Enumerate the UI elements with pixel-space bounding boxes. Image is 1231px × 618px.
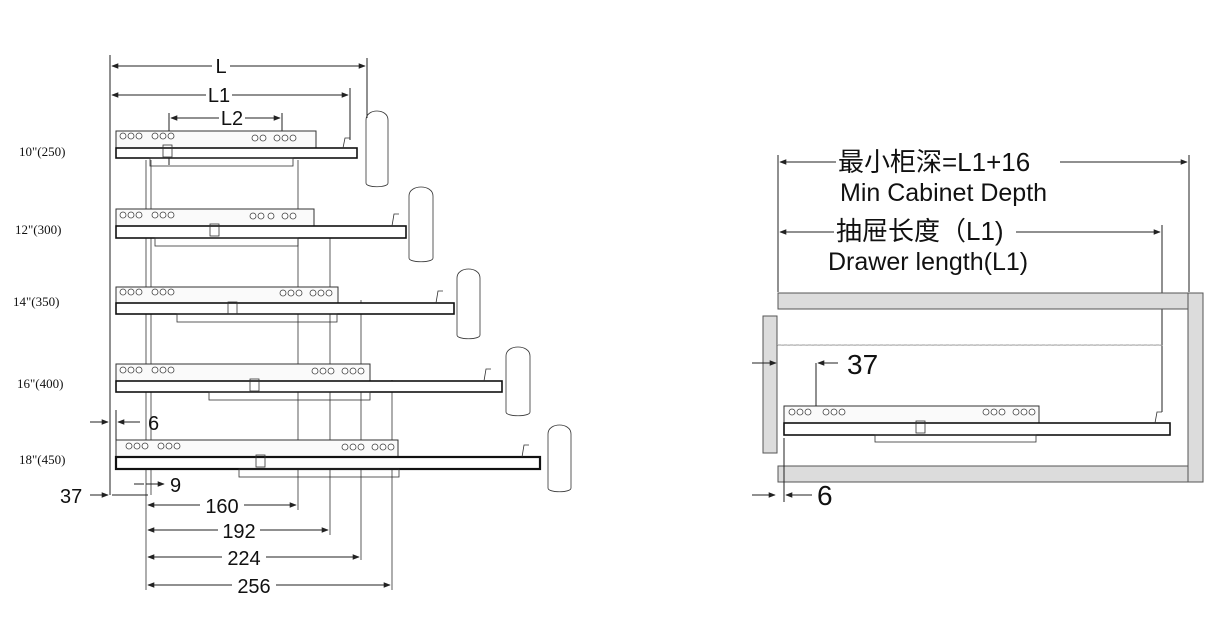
size-label-350: 14"(350)	[13, 294, 59, 309]
cabinet-dim-37: 37	[752, 349, 878, 406]
drawer-length-cn: 抽屉长度（L1)	[836, 216, 1004, 246]
size-label-250: 10"(250)	[19, 144, 65, 159]
slide-12in	[115, 186, 434, 263]
dim-l2-label: L2	[221, 108, 243, 130]
min-cabinet-depth-dimension: 最小柜深=L1+16 Min Cabinet Depth	[777, 147, 1190, 292]
slide-18in	[114, 424, 572, 493]
dim-256-label: 256	[237, 576, 270, 598]
side-offset-dimension: 6	[90, 410, 159, 440]
cabinet-dim-6-label: 6	[817, 480, 833, 511]
min-depth-en: Min Cabinet Depth	[840, 179, 1047, 207]
dim-37-label: 37	[60, 486, 82, 508]
drawer-length-en: Drawer length(L1)	[828, 248, 1028, 276]
bottom-dimensions: 37 9 160 192 224 256	[60, 475, 391, 598]
dim-l1-label: L1	[208, 85, 230, 107]
dim-160-label: 160	[205, 496, 238, 518]
size-label-400: 16"(400)	[17, 376, 63, 391]
top-dimensions: L L1 L2	[109, 55, 368, 495]
size-label-300: 12"(300)	[15, 222, 61, 237]
dim-192-label: 192	[222, 521, 255, 543]
right-diagram: 最小柜深=L1+16 Min Cabinet Depth 抽屉长度（L1) Dr…	[752, 147, 1204, 511]
size-label-450: 18"(450)	[19, 452, 65, 467]
dim-6-label: 6	[148, 413, 159, 435]
left-diagram: L L1 L2 10"(250) 12"(300) 14"(350) 16"(4…	[13, 55, 572, 598]
slide-16in	[115, 346, 531, 417]
cabinet-slide	[783, 405, 1171, 443]
slide-14in	[115, 268, 481, 340]
dim-224-label: 224	[227, 548, 260, 570]
cabinet-dim-6: 6	[752, 438, 833, 511]
cabinet-dim-37-label: 37	[847, 349, 878, 380]
min-depth-cn: 最小柜深=L1+16	[838, 147, 1030, 177]
dim-l-label: L	[215, 56, 226, 78]
drawer-length-dimension: 抽屉长度（L1) Drawer length(L1)	[779, 216, 1163, 412]
size-labels: 10"(250) 12"(300) 14"(350) 16"(400) 18"(…	[13, 144, 65, 467]
cabinet	[762, 292, 1204, 483]
slide-10in	[115, 110, 389, 188]
dim-9-label: 9	[170, 475, 181, 497]
